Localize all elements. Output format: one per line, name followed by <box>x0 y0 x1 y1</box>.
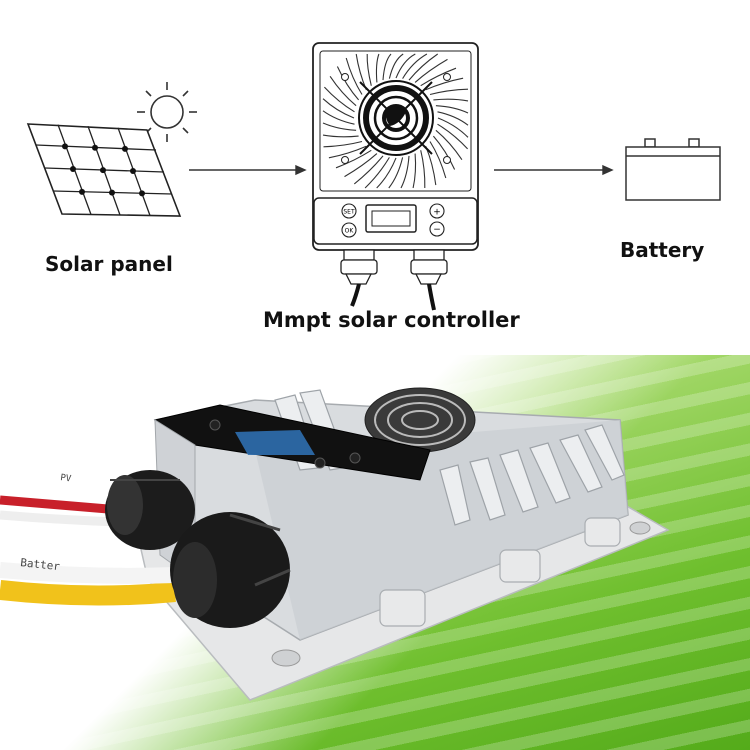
heatsink-fin <box>322 98 355 119</box>
heatsink-fin <box>322 134 359 138</box>
heatsink-fin <box>323 86 355 113</box>
lcd-display <box>235 430 315 455</box>
heatsink-fin <box>420 67 457 87</box>
cable-white-mid <box>0 510 121 527</box>
heatsink-fin <box>412 153 417 189</box>
minus-button <box>429 221 445 237</box>
fan-icon <box>358 80 434 156</box>
heatsink-fin <box>322 110 355 125</box>
heatsink-fin <box>344 153 378 178</box>
cable-white-bottom <box>0 562 176 584</box>
heatsink-fin <box>375 53 380 83</box>
heatsink-fin <box>328 145 367 159</box>
arrow-to-battery <box>494 164 614 176</box>
heatsink-fin <box>353 155 384 185</box>
heatsink-fin <box>429 88 469 96</box>
heatsink-fin <box>366 53 372 86</box>
ok-button <box>341 222 357 238</box>
heatsink-fin <box>435 105 469 114</box>
cable-yellow <box>0 580 176 606</box>
heatsink-fin <box>400 155 410 189</box>
cable-gland-left <box>340 249 378 307</box>
set-button <box>341 203 357 219</box>
heatsink-fin <box>388 157 404 189</box>
heatsink-fin <box>336 66 360 101</box>
heatsink-fin <box>402 53 428 79</box>
battery-icon <box>625 138 721 201</box>
heatsink-fin <box>432 135 456 170</box>
heatsink-fin <box>388 53 404 79</box>
heatsink-fin <box>322 122 357 131</box>
heatsink-fin <box>345 57 363 95</box>
heatsink-fin <box>329 75 357 107</box>
cable-bottom-text: Batter <box>20 556 61 573</box>
heatsink-fin <box>414 58 448 83</box>
solar-panel-label: Solar panel <box>45 252 173 276</box>
heatsink-fin <box>395 53 416 79</box>
heatsink-fin <box>364 157 390 189</box>
heatsink-fin <box>335 149 372 169</box>
sun-icon <box>137 82 197 142</box>
cable-top-text: PV <box>60 473 73 484</box>
controller-photo: Batter PV <box>0 387 670 701</box>
ok-button-label: OK <box>345 228 355 235</box>
battery-label: Battery <box>620 238 705 262</box>
photo-gland-top <box>105 470 195 550</box>
arrow-to-controller <box>189 164 307 176</box>
photo-gland-bottom <box>170 512 291 628</box>
heatsink-fin <box>408 53 439 81</box>
heatsink-fin <box>376 157 397 189</box>
heatsink-fin <box>437 111 469 126</box>
heatsink-fin <box>382 53 392 81</box>
plus-button-label: + <box>433 208 441 218</box>
heatsink-fin <box>435 129 463 161</box>
cable-gland-right <box>410 249 448 311</box>
heatsink-fin <box>437 117 469 138</box>
heatsink-fin <box>425 77 464 91</box>
heatsink-fin <box>437 123 469 150</box>
heatsink-fin <box>420 150 426 189</box>
set-button-label: SET <box>343 209 355 216</box>
minus-button-label: − <box>433 225 441 235</box>
heatsink-fin <box>323 140 363 148</box>
heatsink-fin <box>433 98 469 102</box>
controller-label: Mmpt solar controller <box>263 308 520 332</box>
solar-panel-icon <box>26 123 182 217</box>
controller-drawing: SET OK + − <box>312 42 479 311</box>
plus-button <box>429 203 445 219</box>
heatsink-fin <box>429 141 447 179</box>
